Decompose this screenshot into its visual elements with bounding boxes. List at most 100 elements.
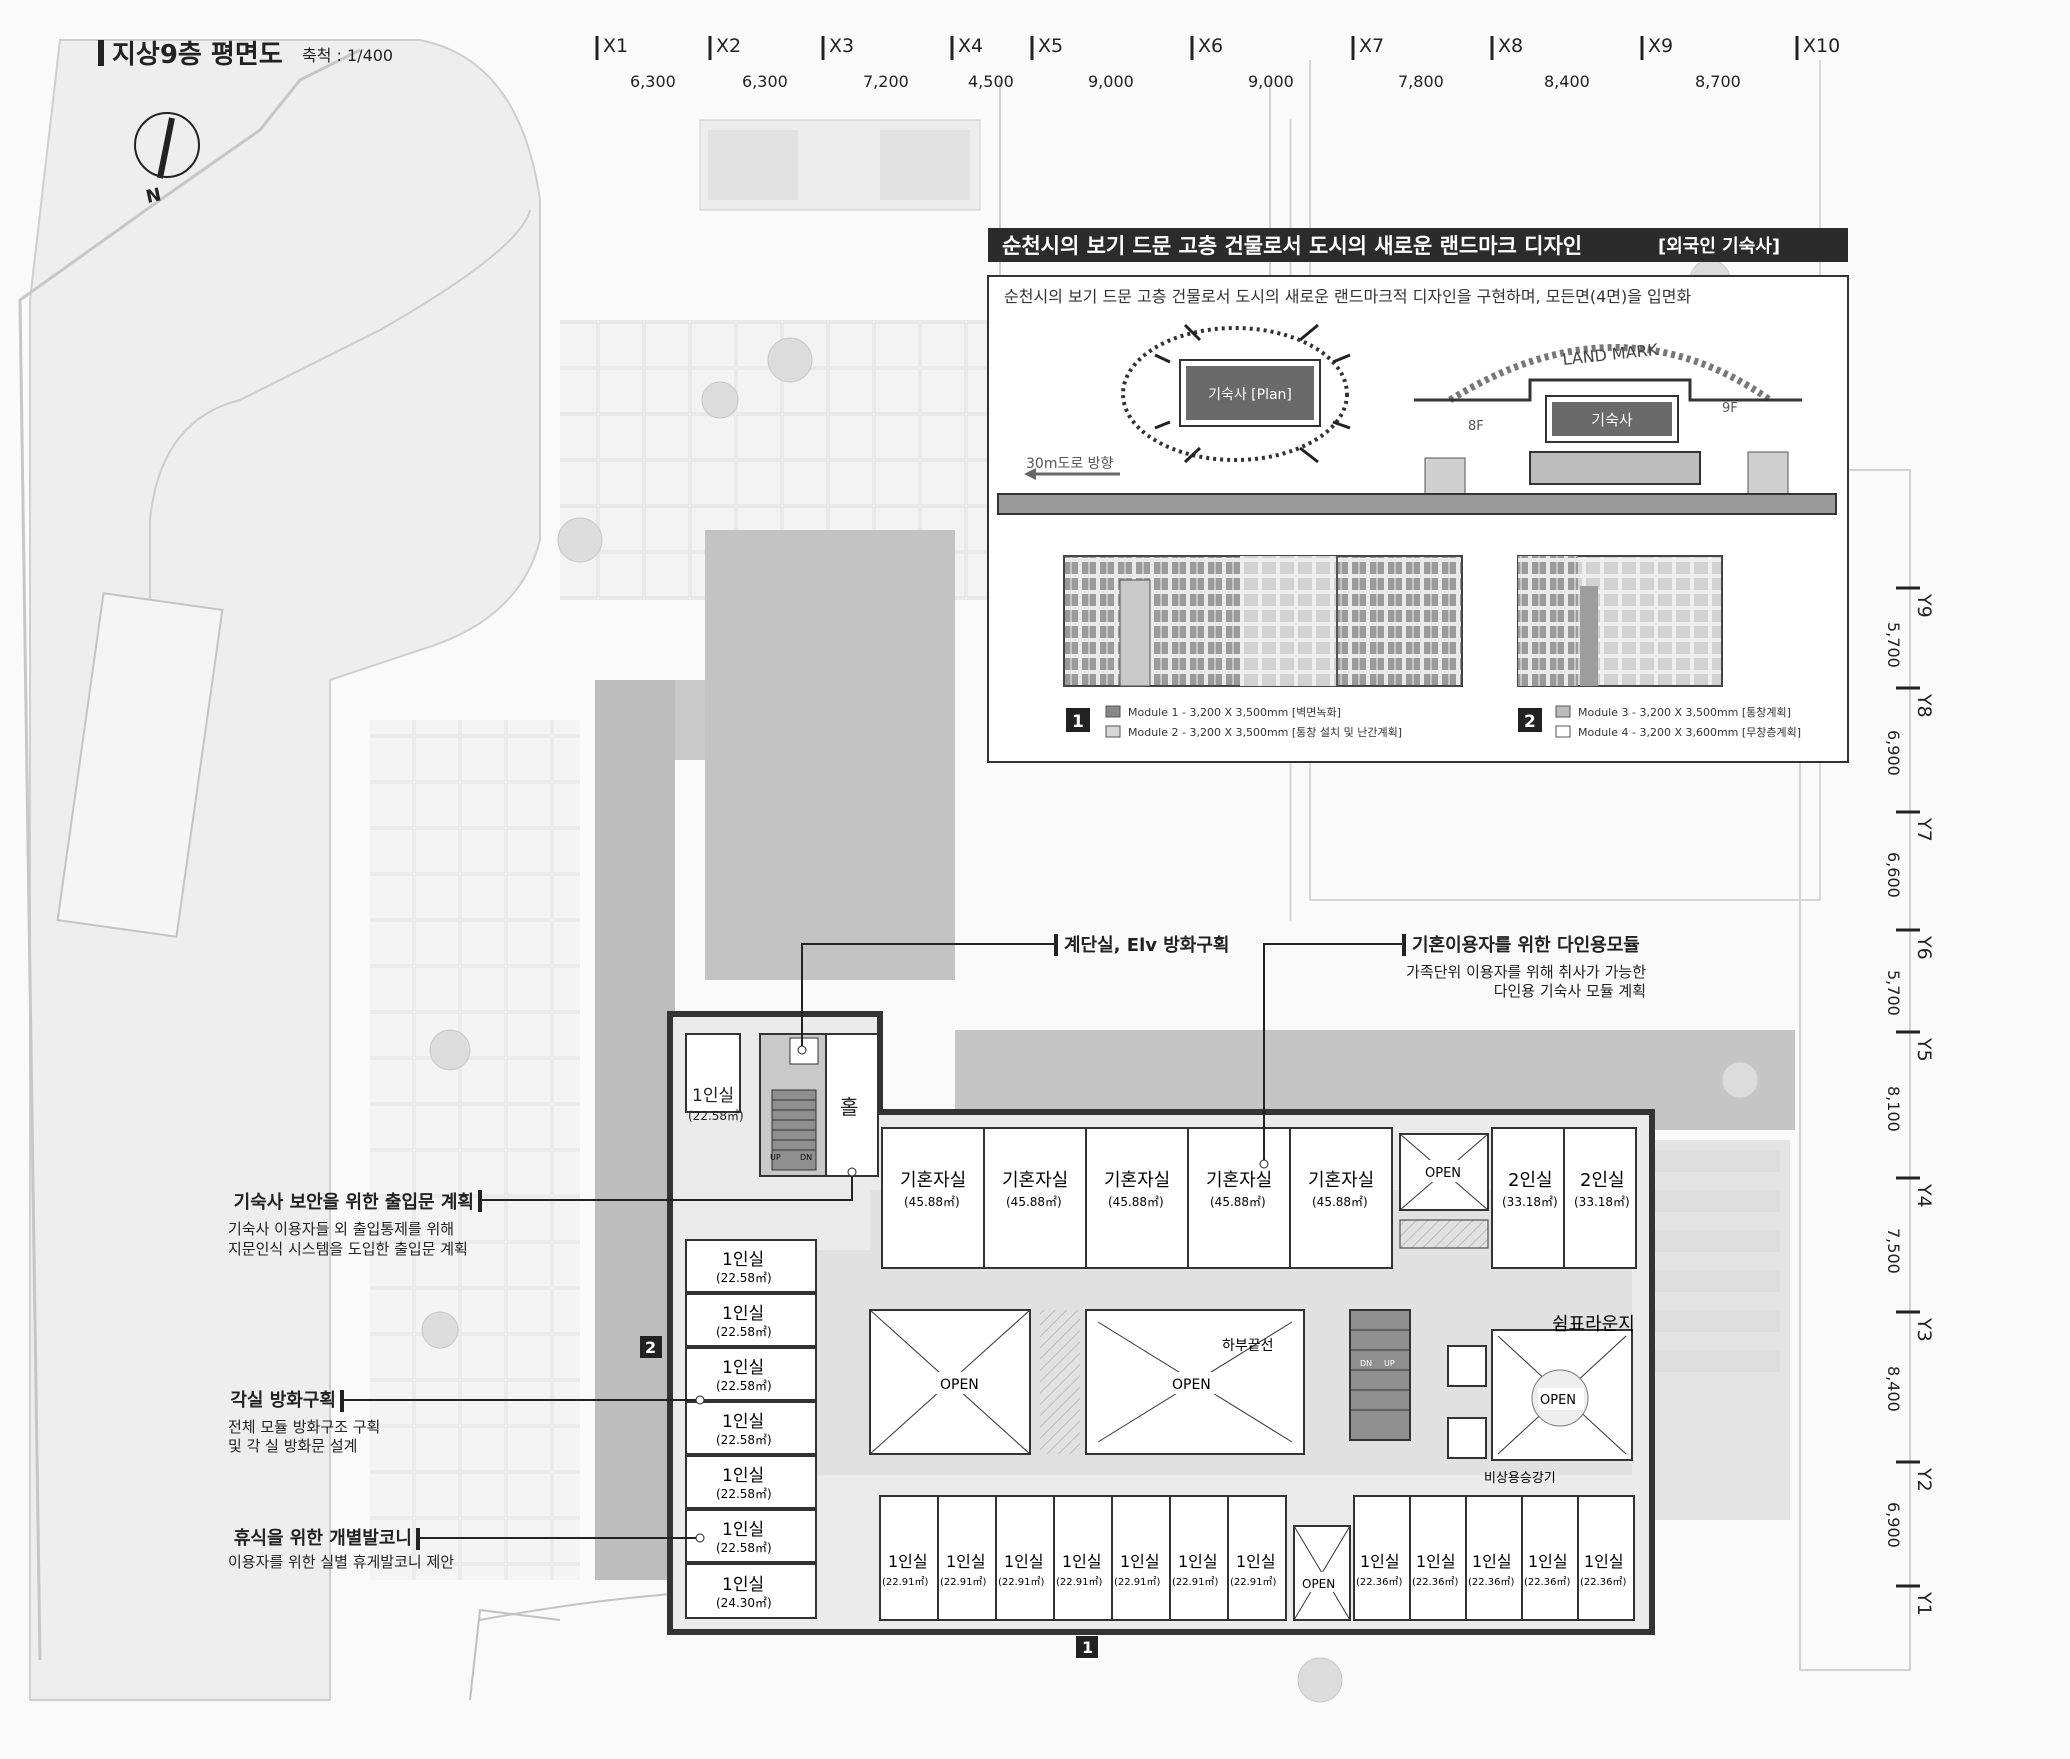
- svg-text:(45.88㎡): (45.88㎡): [904, 1195, 960, 1209]
- svg-text:전체 모듈 방화구조 구획: 전체 모듈 방화구조 구획: [228, 1418, 380, 1436]
- svg-text:기숙사 보안을 위한 출입문 계획: 기숙사 보안을 위한 출입문 계획: [234, 1191, 474, 1213]
- svg-text:휴식을 위한 개별발코니: 휴식을 위한 개별발코니: [234, 1528, 412, 1549]
- svg-text:1인실: 1인실: [1004, 1552, 1044, 1571]
- grid-x-5: X59,000: [1030, 35, 1134, 91]
- grid-x-row: X16,300 X26,300 X37,200 X44,500 X59,000 …: [595, 35, 1840, 91]
- svg-text:기혼자실: 기혼자실: [900, 1170, 966, 1191]
- svg-text:(22.58㎡): (22.58㎡): [716, 1433, 772, 1447]
- callouts: 계단실, Elv 방화구획 기혼이용자를 위한 다인용모듈 가족단위 이용자를 …: [228, 934, 1646, 1571]
- svg-text:1인실: 1인실: [722, 1358, 764, 1378]
- south-room-10: 1인실(22.36㎡): [1465, 1495, 1523, 1621]
- svg-text:(22.36㎡): (22.36㎡): [1580, 1576, 1627, 1588]
- married-room-4: 기혼자실(45.88㎡): [1187, 1127, 1291, 1269]
- svg-text:1: 1: [1072, 712, 1084, 732]
- svg-text:UP: UP: [770, 1153, 781, 1162]
- grid-x-9: X98,700: [1640, 35, 1741, 91]
- landmark-header: 순천시의 보기 드문 고층 건물로서 도시의 새로운 랜드마크 디자인: [1002, 234, 1582, 258]
- svg-text:X10: X10: [1803, 35, 1840, 57]
- svg-text:1인실: 1인실: [946, 1552, 986, 1571]
- svg-text:6,600: 6,600: [1884, 852, 1903, 898]
- svg-text:(22.58㎡): (22.58㎡): [688, 1109, 744, 1123]
- west-room-7: 1인실(24.30㎡): [685, 1563, 817, 1619]
- svg-text:(24.30㎡): (24.30㎡): [716, 1596, 772, 1610]
- grid-y-3: Y38,400: [1884, 1310, 1935, 1412]
- svg-text:5,700: 5,700: [1884, 970, 1903, 1016]
- svg-text:Y6: Y6: [1913, 935, 1935, 960]
- grid-x-4: X44,500: [950, 35, 1014, 91]
- svg-text:기혼자실: 기혼자실: [1308, 1170, 1374, 1191]
- svg-text:X1: X1: [603, 35, 628, 57]
- svg-text:Y2: Y2: [1913, 1467, 1935, 1492]
- section-marker-2: [640, 1336, 662, 1358]
- void-open-2: OPEN: [1085, 1309, 1305, 1455]
- callout-married: 기혼이용자를 위한 다인용모듈 가족단위 이용자를 위해 취사가 가능한 다인용…: [1259, 934, 1646, 1169]
- svg-text:X6: X6: [1198, 35, 1223, 57]
- svg-text:(22.36㎡): (22.36㎡): [1524, 1576, 1571, 1588]
- svg-text:(22.91㎡): (22.91㎡): [1114, 1576, 1161, 1588]
- grid-y-4: Y47,500: [1884, 1176, 1935, 1274]
- facade-elevation-1: [1063, 555, 1463, 687]
- svg-text:(22.58㎡): (22.58㎡): [716, 1271, 772, 1285]
- landmark-header-tag: [외국인 기숙사]: [1658, 236, 1780, 257]
- svg-text:X3: X3: [829, 35, 854, 57]
- grid-x-3: X37,200: [821, 35, 909, 91]
- south-room-7: 1인실(22.91㎡): [1227, 1495, 1287, 1621]
- svg-text:1인실: 1인실: [1120, 1552, 1160, 1571]
- svg-text:계단실, Elv 방화구획: 계단실, Elv 방화구획: [1064, 935, 1230, 956]
- hall-label: 홀: [840, 1095, 858, 1119]
- svg-text:2: 2: [645, 1338, 656, 1357]
- svg-text:1인실: 1인실: [1584, 1552, 1624, 1571]
- svg-text:(22.91㎡): (22.91㎡): [1056, 1576, 1103, 1588]
- svg-text:1인실: 1인실: [1360, 1552, 1400, 1571]
- svg-text:(45.88㎡): (45.88㎡): [1210, 1195, 1266, 1209]
- svg-text:5,700: 5,700: [1884, 622, 1903, 668]
- svg-text:Module 2 - 3,200 X 3,500mm [통창: Module 2 - 3,200 X 3,500mm [통창 설치 및 난간계획…: [1128, 726, 1402, 739]
- svg-text:(22.58㎡): (22.58㎡): [716, 1325, 772, 1339]
- grid-y-1: Y1: [1896, 1584, 1935, 1616]
- svg-text:1인실: 1인실: [722, 1412, 764, 1432]
- grid-y-5: Y58,100: [1884, 1030, 1935, 1132]
- svg-text:6,900: 6,900: [1884, 730, 1903, 776]
- left-floor-label: 8F: [1468, 419, 1484, 434]
- svg-text:X4: X4: [958, 35, 983, 57]
- grid-y-9: Y95,700: [1884, 586, 1935, 668]
- svg-text:6,300: 6,300: [742, 72, 788, 91]
- svg-text:Y3: Y3: [1913, 1317, 1935, 1342]
- svg-text:1인실: 1인실: [1528, 1552, 1568, 1571]
- callout-security: 기숙사 보안을 위한 출입문 계획 기숙사 이용자들 외 출입통제를 위해 지문…: [228, 1167, 857, 1258]
- west-room-3: 1인실(22.58㎡): [685, 1347, 817, 1401]
- married-room-2: 기혼자실 (45.88㎡): [983, 1127, 1087, 1269]
- svg-text:Module 4 - 3,200 X 3,600mm [무창: Module 4 - 3,200 X 3,600mm [무창층계획]: [1578, 726, 1801, 739]
- page-title: 지상9층 평면도: [112, 40, 283, 70]
- svg-text:기혼이용자를 위한 다인용모듈: 기혼이용자를 위한 다인용모듈: [1412, 934, 1640, 956]
- dorm-label: 기숙사: [1591, 411, 1633, 429]
- svg-text:(33.18㎡): (33.18㎡): [1574, 1195, 1630, 1209]
- elevation-diagram: LAND MARK 8F 9F 기숙사 30m도로 방향: [997, 340, 1837, 515]
- svg-text:1인실: 1인실: [722, 1304, 764, 1324]
- double-room-2: 2인실(33.18㎡): [1563, 1127, 1637, 1269]
- svg-text:기혼자실: 기혼자실: [1002, 1170, 1068, 1191]
- road-label: 30m도로 방향: [1026, 456, 1114, 472]
- svg-text:(45.88㎡): (45.88㎡): [1006, 1195, 1062, 1209]
- south-room-9: 1인실(22.36㎡): [1409, 1495, 1467, 1621]
- module-legend-1: 1 Module 1 - 3,200 X 3,500mm [벽면녹화] Modu…: [1066, 705, 1402, 739]
- facade-elevation-2: [1517, 555, 1723, 687]
- south-room-11: 1인실 (22.36㎡): [1521, 1495, 1579, 1621]
- svg-text:(22.36㎡): (22.36㎡): [1356, 1576, 1403, 1588]
- svg-text:6,900: 6,900: [1884, 1502, 1903, 1548]
- svg-text:(22.91㎡): (22.91㎡): [1230, 1576, 1277, 1588]
- grid-x-7: X77,800: [1351, 35, 1444, 91]
- svg-text:가족단위 이용자를 위해 취사가 가능한: 가족단위 이용자를 위해 취사가 가능한: [1406, 963, 1646, 981]
- svg-text:DN: DN: [1360, 1359, 1372, 1368]
- south-room-2: 1인실(22.91㎡): [937, 1495, 997, 1621]
- section-badge-2: [1518, 708, 1542, 732]
- plan-label: 기숙사 [Plan]: [1208, 387, 1292, 403]
- svg-text:X5: X5: [1038, 35, 1063, 57]
- svg-text:UP: UP: [1384, 1359, 1395, 1368]
- south-room-6: 1인실(22.91㎡): [1169, 1495, 1229, 1621]
- svg-text:1인실: 1인실: [722, 1466, 764, 1486]
- svg-text:7,500: 7,500: [1884, 1228, 1903, 1274]
- svg-text:1인실: 1인실: [1178, 1552, 1218, 1571]
- south-room-1: 1인실(22.91㎡): [879, 1495, 939, 1621]
- svg-text:2: 2: [1524, 712, 1536, 732]
